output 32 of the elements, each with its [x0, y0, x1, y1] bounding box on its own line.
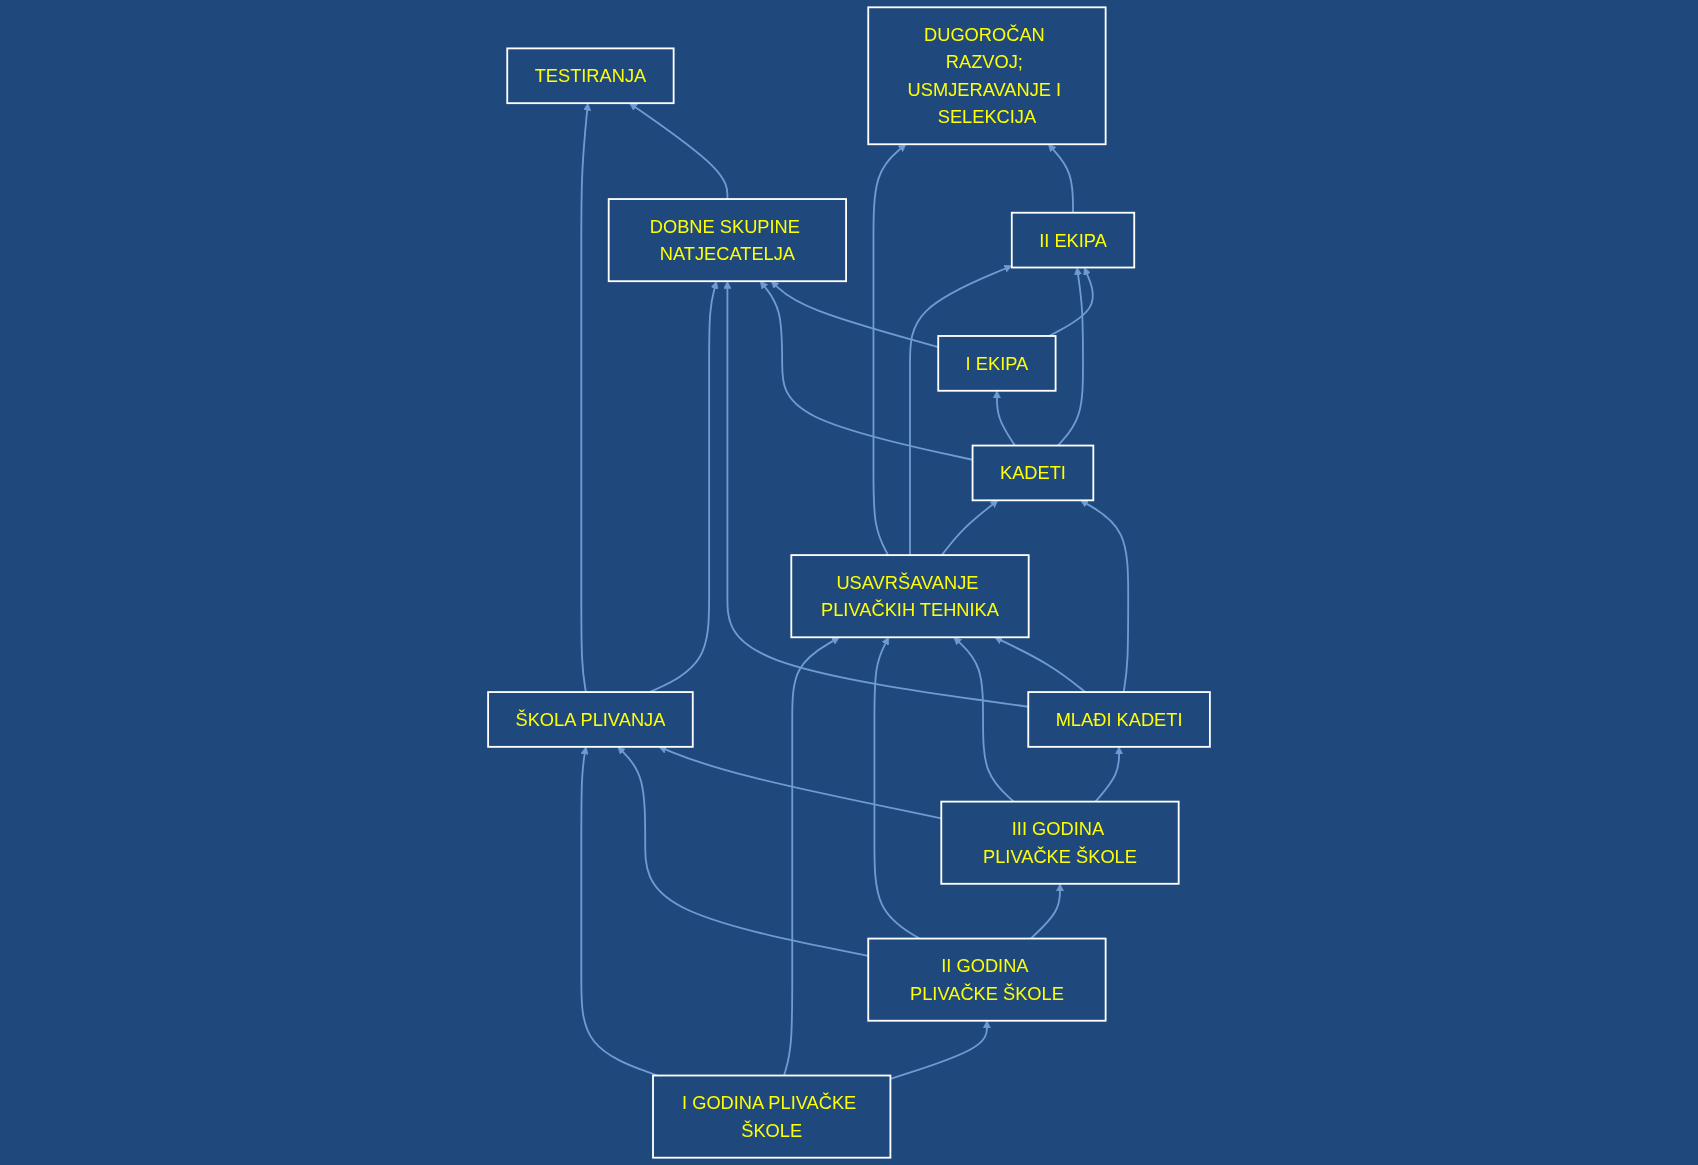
arrow	[994, 636, 1087, 693]
arrow	[953, 636, 1015, 803]
node-box: I GODINA PLIVAČKE ŠKOLE	[652, 1074, 892, 1159]
node-box: USAVRŠAVANJE PLIVAČKIH TEHNIKA	[790, 554, 1030, 639]
arrow	[1057, 267, 1084, 447]
arrow	[940, 499, 999, 557]
node-box: III GODINA PLIVAČKE ŠKOLE	[940, 800, 1180, 885]
arrow	[580, 102, 592, 693]
arrow	[873, 636, 921, 940]
node-box: II EKIPA	[1010, 211, 1136, 269]
arrow	[580, 746, 659, 1077]
arrow	[723, 280, 1030, 708]
arrow	[1080, 499, 1130, 693]
node-box: DUGOROČAN RAZVOJ; USMJERAVANJE I SELEKCIJA	[867, 6, 1107, 146]
node-box: I EKIPA	[937, 335, 1057, 392]
arrow	[629, 102, 729, 200]
arrow	[1029, 883, 1064, 940]
arrow	[648, 280, 719, 693]
node-box: ŠKOLA PLIVANJA	[487, 691, 694, 748]
arrow	[992, 390, 1016, 447]
arrow	[889, 1020, 991, 1080]
arrow	[1048, 267, 1094, 337]
arrow	[909, 264, 1013, 557]
arrow	[872, 143, 907, 557]
node-box: KADETI	[971, 444, 1095, 502]
node-box: DOBNE SKUPINE NATJECATELJA	[607, 198, 847, 283]
node-box: TESTIRANJA	[506, 47, 675, 105]
arrow	[783, 636, 840, 1077]
arrow	[1094, 746, 1124, 803]
arrow	[1048, 143, 1074, 214]
node-box: II GODINA PLIVAČKE ŠKOLE	[867, 937, 1107, 1022]
node-box: MLAĐI KADETI	[1027, 691, 1211, 748]
